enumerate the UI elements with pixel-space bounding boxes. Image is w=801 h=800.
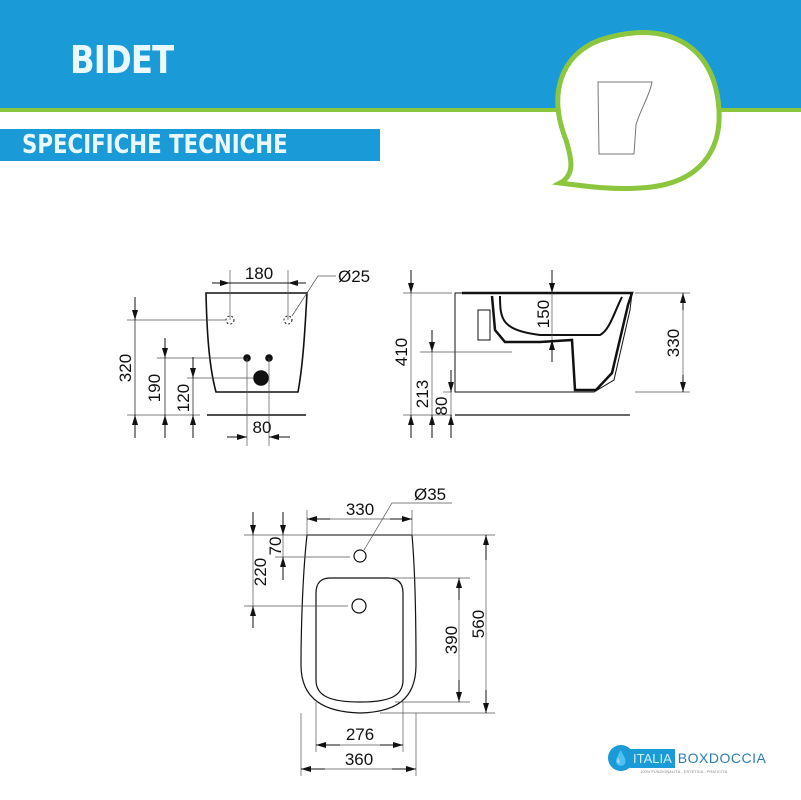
section-subtitle: SPECIFICHE TECNICHE [0, 129, 380, 161]
front-view [127, 270, 336, 446]
dim-tap-offset: 70 [266, 537, 285, 556]
dim-body-height: 330 [664, 329, 683, 357]
dim-width: 360 [345, 750, 373, 769]
dim-height-outlet: 190 [145, 374, 164, 402]
dim-basin-length: 390 [442, 626, 461, 654]
dim-hole-spacing: 180 [245, 264, 273, 283]
dim-outlet-height: 213 [413, 380, 432, 408]
logo-italia: ITALIA [630, 748, 675, 768]
dim-tap-hole-diameter: Ø35 [414, 485, 446, 504]
subtitle-text: SPECIFICHE TECNICHE [22, 130, 288, 160]
dim-outlet-spacing: 80 [253, 418, 272, 437]
dim-drain-offset: 220 [251, 558, 270, 586]
dim-bowl-depth: 150 [534, 300, 553, 328]
dim-basin-width: 276 [346, 725, 374, 744]
dim-total-height: 410 [392, 338, 411, 366]
dim-hole-diameter: Ø25 [338, 267, 370, 286]
dim-floor-gap: 80 [432, 397, 451, 416]
dim-top-width: 330 [346, 500, 374, 519]
logo-tagline: 100% FUNZIONALITÀ - ESTETICA - PRATICITÀ [640, 769, 728, 774]
page-title: BIDET [70, 38, 174, 82]
dim-height-holes: 320 [116, 354, 135, 382]
logo-boxdoccia: BOXDOCCIA [677, 750, 767, 766]
water-drop-icon: 💧 [608, 745, 634, 771]
top-view [244, 502, 495, 776]
dim-depth: 560 [469, 610, 488, 638]
product-thumbnail-bubble [551, 30, 722, 192]
brand-logo: 💧 ITALIA BOXDOCCIA [608, 743, 766, 773]
side-view [403, 270, 690, 438]
dim-height-drain: 120 [174, 384, 193, 412]
